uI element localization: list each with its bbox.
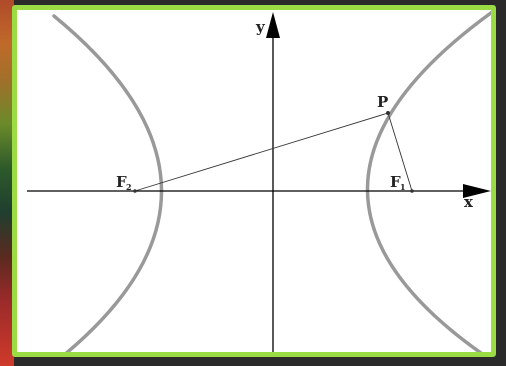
decorative-side-strip (0, 0, 14, 366)
hyperbola-left-branch (52, 14, 164, 352)
focus-1-label: F (390, 173, 401, 191)
y-axis-arrowhead (266, 12, 280, 38)
point-p-label: P (377, 93, 388, 111)
diagram-frame: y x P F 1 F 2 (12, 5, 496, 357)
hyperbola-diagram: y x P F 1 F 2 (27, 10, 491, 352)
focus-2-label: F (116, 173, 127, 191)
segment-f2-p (134, 112, 389, 192)
y-axis-label: y (255, 18, 266, 36)
x-axis-label: x (464, 193, 474, 211)
segment-p-f1 (387, 112, 413, 192)
focus-1-marker (410, 189, 414, 193)
x-axis-arrowhead (463, 184, 491, 198)
point-p-marker (386, 111, 390, 115)
focus-2-marker (133, 189, 137, 193)
focus-1-subscript: 1 (400, 182, 406, 192)
focus-2-subscript: 2 (126, 182, 132, 192)
hyperbola-right-branch (365, 10, 491, 352)
